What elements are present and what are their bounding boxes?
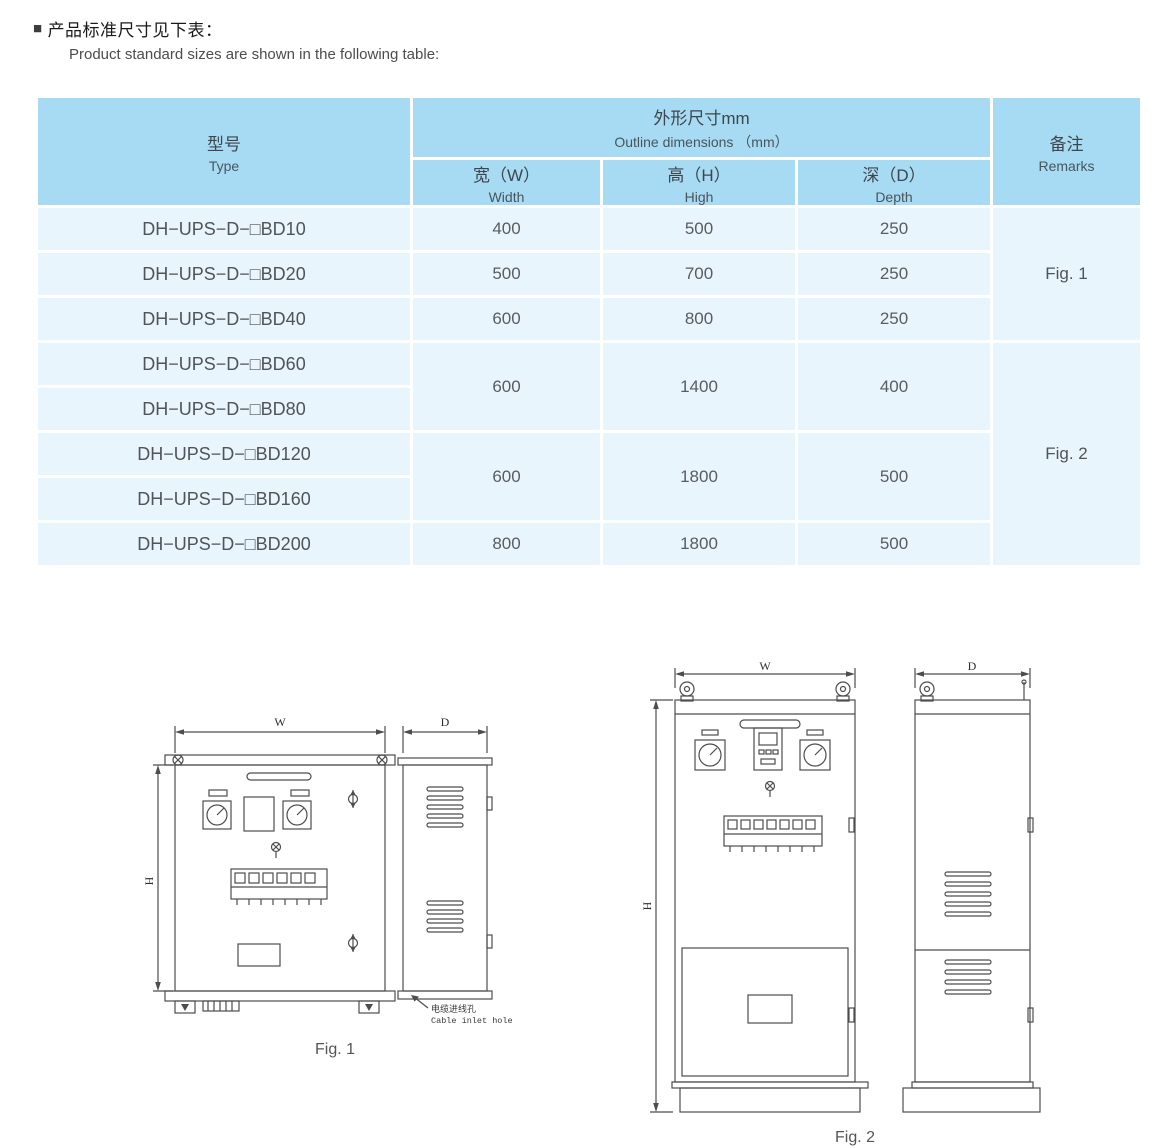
depth-cell: 500: [795, 430, 993, 523]
fig2-d-label: D: [968, 660, 977, 673]
fig2-drawing: W H D: [640, 659, 1041, 1113]
width-header-cn: 宽（W）: [472, 165, 541, 185]
model-cell: DH−UPS−D−□BD20: [35, 250, 413, 298]
fig1-cable-inlet-label-en: Cable inlet hole: [431, 1016, 513, 1026]
high-cell: 800: [600, 295, 798, 343]
remark-cell-fig2: Fig. 2: [990, 340, 1143, 568]
page-heading: ■ 产品标准尺寸见下表： Product standard sizes are …: [33, 16, 439, 63]
fig2-w-label: W: [759, 660, 771, 673]
col-header-width: 宽（W） Width: [410, 157, 603, 208]
remarks-header-en: Remarks: [1038, 157, 1095, 174]
depth-cell: 250: [795, 205, 993, 253]
heading-cn: ■ 产品标准尺寸见下表：: [33, 16, 439, 41]
high-cell: 1800: [600, 430, 798, 523]
header-row-2: 宽（W） Width 高（H） High 深（D） Depth: [37, 157, 1142, 208]
high-cell: 1800: [600, 520, 798, 568]
table-row: DH−UPS−D−□BD200 800 1800 500: [35, 520, 1142, 568]
col-header-type: 型号 Type: [35, 95, 413, 208]
high-cell: 700: [600, 250, 798, 298]
depth-cell: 500: [795, 520, 993, 568]
figure-2: W H D Fig. 2: [640, 659, 1070, 1147]
depth-cell: 250: [795, 295, 993, 343]
col-header-high: 高（H） High: [600, 157, 798, 208]
col-header-remarks: 备注 Remarks: [990, 95, 1143, 208]
outline-header-en: Outline dimensions （mm）: [614, 133, 789, 150]
table-row: DH−UPS−D−□BD10 400 500 250 Fig. 1: [35, 205, 1143, 343]
width-cell: 800: [410, 520, 603, 568]
heading-title-cn: 产品标准尺寸见下表：: [47, 21, 223, 40]
model-cell: DH−UPS−D−□BD10: [35, 205, 413, 253]
size-table: 型号 Type 外形尺寸mm Outline dimensions （mm） 备…: [35, 95, 1143, 568]
depth-cell: 250: [795, 250, 993, 298]
table-row: DH−UPS−D−□BD20 500 700 250: [35, 250, 1142, 298]
high-cell: 500: [600, 205, 798, 253]
depth-header-en: Depth: [875, 188, 913, 205]
model-cell: DH−UPS−D−□BD80: [35, 385, 413, 433]
heading-title-en: Product standard sizes are shown in the …: [69, 46, 440, 63]
square-bullet-icon: ■: [33, 20, 43, 37]
fig1-drawing: W H D 电缆进线孔 Cable inlet hole: [142, 715, 513, 1026]
figure-1: W H D 电缆进线孔 Cable inlet hole Fig. 1: [142, 711, 525, 1059]
high-header-en: High: [684, 188, 714, 205]
high-header-cn: 高（H）: [667, 165, 731, 185]
type-header-cn: 型号: [207, 134, 241, 154]
depth-cell: 400: [795, 340, 993, 433]
header-row-1: 型号 Type 外形尺寸mm Outline dimensions （mm） 备…: [35, 95, 1143, 208]
type-header-en: Type: [208, 157, 240, 174]
col-header-depth: 深（D） Depth: [795, 157, 993, 208]
fig2-caption: Fig. 2: [834, 1129, 875, 1146]
outline-header-cn: 外形尺寸mm: [653, 108, 750, 128]
table-row: DH−UPS−D−□BD160: [35, 475, 1142, 523]
width-cell: 600: [410, 430, 603, 523]
fig1-w-label: W: [274, 715, 286, 729]
model-cell: DH−UPS−D−□BD200: [35, 520, 413, 568]
fig1-h-label: H: [145, 876, 156, 885]
width-cell: 500: [410, 250, 603, 298]
width-cell: 600: [410, 340, 603, 433]
width-cell: 600: [410, 295, 603, 343]
fig1-caption: Fig. 1: [314, 1041, 355, 1058]
fig1-d-label: D: [441, 715, 450, 729]
high-cell: 1400: [600, 340, 798, 433]
table-row: DH−UPS−D−□BD40 600 800 250: [35, 295, 1142, 343]
remark-cell-fig1: Fig. 1: [990, 205, 1143, 343]
width-cell: 400: [410, 205, 603, 253]
table-row: DH−UPS−D−□BD60 600 1400 400 Fig. 2: [35, 340, 1143, 568]
fig2-h-label: H: [640, 901, 654, 910]
model-cell: DH−UPS−D−□BD40: [35, 295, 413, 343]
width-header-en: Width: [488, 188, 525, 205]
table-row: DH−UPS−D−□BD120 600 1800 500: [35, 430, 1142, 523]
col-header-outline: 外形尺寸mm Outline dimensions （mm）: [410, 95, 993, 160]
model-cell: DH−UPS−D−□BD60: [35, 340, 413, 388]
remarks-header-cn: 备注: [1049, 134, 1084, 154]
fig1-cable-inlet-label-cn: 电缆进线孔: [431, 1003, 476, 1014]
table-row: DH−UPS−D−□BD80: [35, 385, 1142, 433]
depth-header-cn: 深（D）: [862, 165, 926, 185]
model-cell: DH−UPS−D−□BD120: [35, 430, 413, 478]
model-cell: DH−UPS−D−□BD160: [35, 475, 413, 523]
